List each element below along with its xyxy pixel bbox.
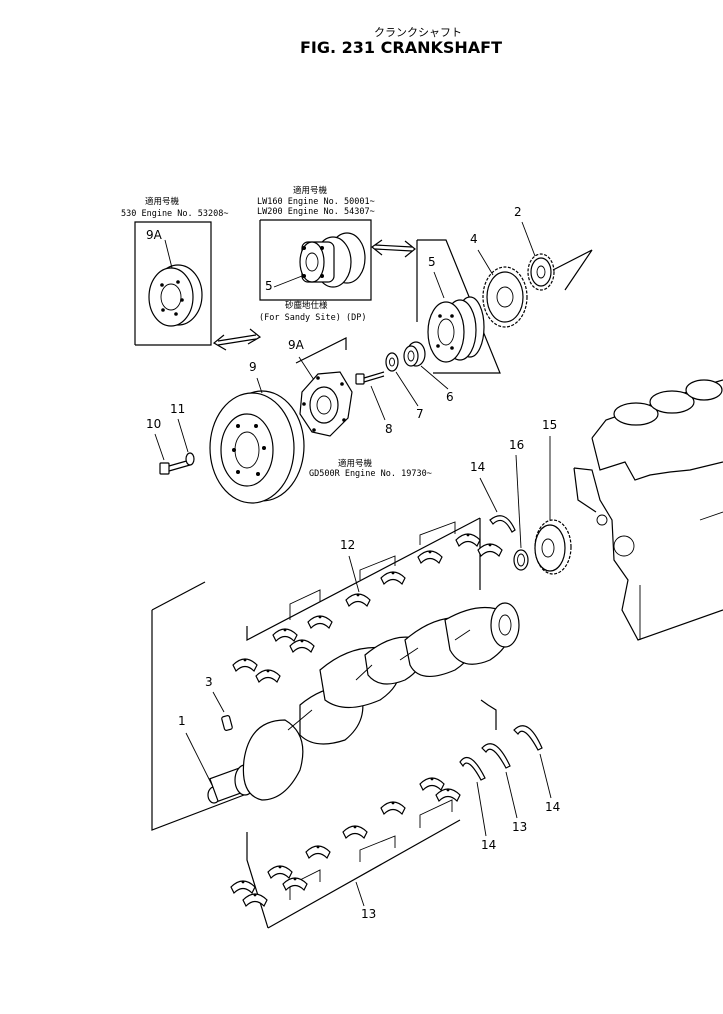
note-lw-jp: 適用号機	[293, 185, 328, 196]
gear-15: 15	[534, 418, 572, 575]
gear-4: 4	[470, 232, 528, 328]
callout-13-bottom: 13	[361, 907, 376, 921]
bolt-10: 10	[146, 417, 191, 475]
callout-13-right: 13	[512, 820, 527, 834]
main-bearing-lower	[342, 825, 368, 840]
crankshaft-1: 1	[178, 602, 520, 804]
washer-7: 7	[385, 352, 424, 421]
spacer-6: 6	[403, 341, 454, 404]
leader-line-gear	[552, 249, 593, 291]
box-9a-530: 9A	[134, 221, 212, 346]
callout-14-top: 14	[470, 460, 485, 474]
callout-1: 1	[178, 714, 186, 728]
callout-3: 3	[205, 675, 213, 689]
callout-6: 6	[446, 390, 454, 404]
pin-3: 3	[205, 675, 233, 731]
callout-15: 15	[542, 418, 557, 432]
main-bearing-upper	[345, 593, 371, 608]
main-bearing-lower	[305, 845, 331, 860]
note-gd500r-engine: GD500R Engine No. 19730~	[309, 469, 432, 479]
main-bearing-upper	[477, 543, 503, 558]
callout-12: 12	[340, 538, 355, 552]
callout-9: 9	[249, 360, 257, 374]
callout-14-right: 14	[545, 800, 560, 814]
washer-11: 11	[170, 402, 195, 466]
main-bearing-lower	[380, 801, 406, 816]
page-title: FIG. 231 CRANKSHAFT	[300, 38, 502, 57]
ring-16: 16	[509, 438, 529, 571]
bolt-8: 8	[355, 371, 393, 436]
callout-2: 2	[514, 205, 522, 219]
bearing-13-group: 13	[246, 799, 461, 929]
callout-7: 7	[416, 407, 424, 421]
hub-9a-gd: 9A	[288, 337, 353, 437]
callout-11: 11	[170, 402, 185, 416]
main-bearing-upper	[380, 571, 406, 586]
gear-2: 2	[514, 205, 555, 291]
thrust-washer-14-top: 14	[470, 460, 516, 533]
main-bearing-lower	[419, 777, 445, 792]
callout-8: 8	[385, 422, 393, 436]
main-bearing-upper	[255, 669, 281, 684]
note-530-jp: 適用号機	[145, 196, 180, 207]
callout-5-box: 5	[265, 279, 273, 293]
bearing-12-group: 12	[151, 517, 481, 831]
main-bearing-upper	[307, 615, 333, 630]
note-sandy-jp: 砂塵地仕様	[285, 300, 328, 311]
callout-4: 4	[470, 232, 478, 246]
main-bearing-lower	[230, 880, 256, 895]
note-lw160-engine: LW160 Engine No. 50001~	[257, 197, 375, 207]
box-lw-pulley: 5	[259, 219, 372, 301]
title-jp: クランクシャフト	[374, 26, 462, 39]
main-bearing-lower	[282, 877, 308, 892]
main-bearing-lower	[435, 788, 461, 803]
note-530-engine: 530 Engine No. 53208~	[121, 209, 228, 219]
arrow-left-box	[212, 328, 262, 351]
callout-9a-top: 9A	[146, 228, 163, 242]
main-bearing-upper	[455, 533, 481, 548]
main-bearing-upper	[232, 658, 258, 673]
damper-9: 9	[209, 360, 305, 504]
callout-16: 16	[509, 438, 524, 452]
note-gd-jp: 適用号機	[338, 458, 373, 469]
main-bearing-lower	[267, 865, 293, 880]
callout-10: 10	[146, 417, 161, 431]
box-pulley-5: 5	[416, 239, 501, 374]
thrust-washers-lower: 14 13 14	[459, 699, 560, 852]
engine-block	[573, 379, 723, 641]
note-sandy-spec: (For Sandy Site) (DP)	[259, 313, 366, 323]
main-bearing-upper	[272, 628, 298, 643]
callout-14-left: 14	[481, 838, 496, 852]
callout-9a-mid: 9A	[288, 338, 305, 352]
note-lw200-engine: LW200 Engine No. 54307~	[257, 207, 375, 217]
main-bearing-upper	[417, 550, 443, 565]
main-bearing-lower	[242, 893, 268, 908]
arrow-right-box	[370, 239, 416, 258]
callout-5-right: 5	[428, 255, 436, 269]
main-bearing-upper	[289, 639, 315, 654]
